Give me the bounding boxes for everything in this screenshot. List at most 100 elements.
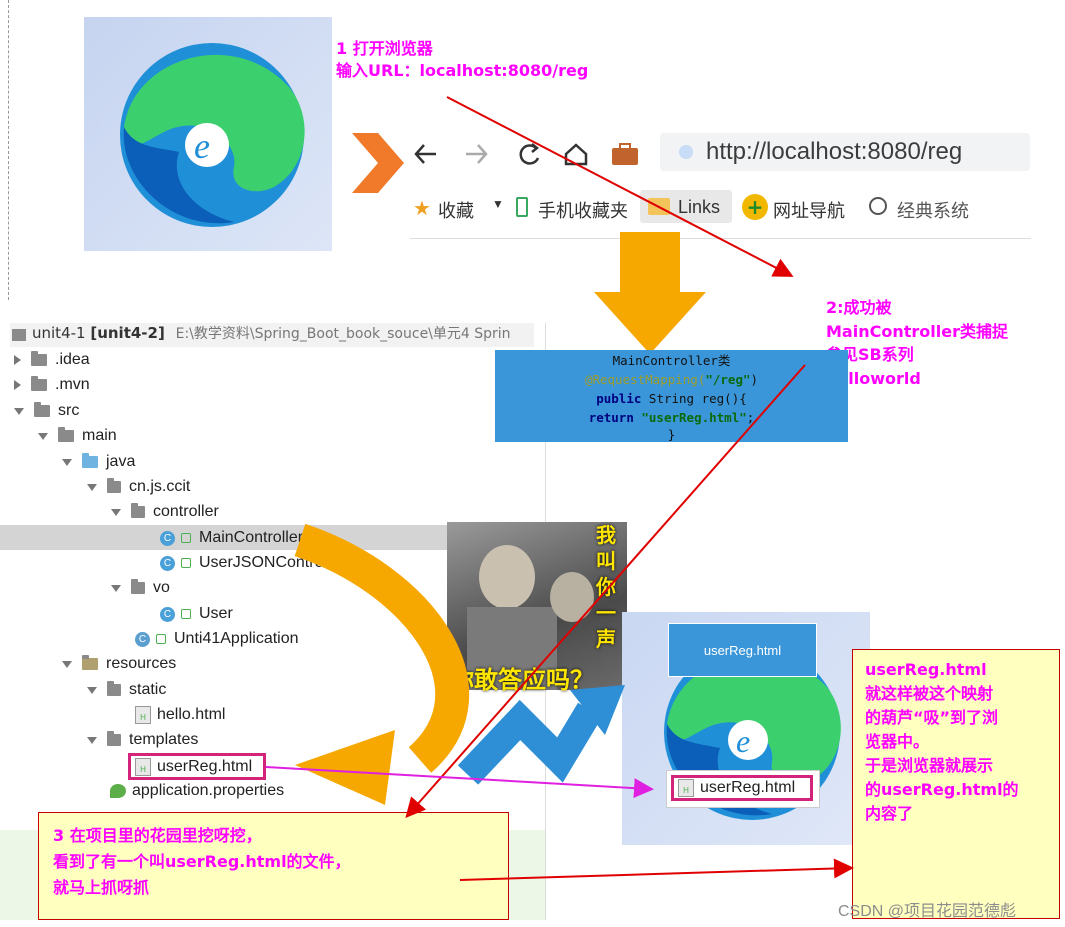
bookmark-mobile-favorites[interactable]: 手机收藏夹 <box>538 201 628 221</box>
step2-line3: 参见SB系列 <box>826 345 914 364</box>
class-icon: C <box>160 530 175 546</box>
address-bar-url[interactable]: http://localhost:8080/reg <box>706 138 963 165</box>
package-icon <box>107 478 121 493</box>
chevron-down-icon[interactable]: ▼ <box>492 197 504 211</box>
tree-item-application[interactable]: C Unti41Application <box>135 627 299 651</box>
note-left-line: 看到了有一个叫userReg.html的文件， <box>53 852 351 871</box>
tree-item-resources[interactable]: resources <box>62 652 176 676</box>
folder-icon <box>31 351 47 366</box>
tree-item-label: static <box>129 681 167 698</box>
tree-item-static[interactable]: static <box>87 678 166 702</box>
lock-icon <box>181 533 191 543</box>
code-semicolon: ; <box>746 410 755 425</box>
bookmark-classic-system[interactable]: 经典系统 <box>897 201 969 221</box>
note-right-line: 内容了 <box>865 804 914 823</box>
tree-item-label: cn.js.ccit <box>129 478 191 495</box>
collapse-icon[interactable] <box>14 407 24 415</box>
bookmark-favorites[interactable]: 收藏 <box>438 201 474 221</box>
folder-icon <box>58 427 74 442</box>
class-icon: C <box>160 555 175 571</box>
folder-icon <box>34 402 50 417</box>
step1-line2: 输入URL：localhost:8080/reg <box>336 61 589 80</box>
step2-line2: MainController类捕捉 <box>826 321 1008 341</box>
tree-item-label: application.properties <box>132 782 285 799</box>
source-folder-icon <box>82 453 98 468</box>
tree-item-label: hello.html <box>157 706 226 723</box>
project-name: unit4-1 <box>32 324 86 342</box>
collapse-icon[interactable] <box>87 686 97 694</box>
package-icon <box>131 503 145 518</box>
edge-logo-graphic: e <box>120 43 305 227</box>
code-return-string: "userReg.html" <box>633 410 747 425</box>
edge-logo: e <box>84 17 332 251</box>
expand-icon[interactable] <box>14 355 21 365</box>
bookmark-site-nav[interactable]: 网址导航 <box>773 201 845 221</box>
tree-item-idea[interactable]: .idea <box>14 348 90 372</box>
svg-text:e: e <box>736 723 750 759</box>
meme-bottom-text: 你敢答应吗？ <box>450 666 594 694</box>
tree-item-label: templates <box>129 731 199 748</box>
tree-item-label: java <box>106 453 136 470</box>
note-right-line: 览器中。 <box>865 732 930 751</box>
meme-char: 一 <box>596 601 616 625</box>
folder-icon <box>107 681 121 696</box>
tree-item-java[interactable]: java <box>62 450 135 474</box>
tree-item-label: vo <box>153 579 170 596</box>
meme-vertical-text: 我 叫 你 一 声 <box>596 522 622 652</box>
collapse-icon[interactable] <box>111 508 121 516</box>
orange-chevron-icon <box>352 133 404 193</box>
dashed-guide-line <box>8 0 9 300</box>
result-label-box: userReg.html <box>668 623 817 677</box>
meme-char: 声 <box>596 627 616 651</box>
note-right-line: 就这样被这个映射 <box>865 684 994 703</box>
class-icon: C <box>160 606 175 622</box>
note-right-title: userReg.html <box>865 660 987 679</box>
collapse-icon[interactable] <box>111 584 121 592</box>
meme-char: 我 <box>596 523 616 547</box>
tree-item-mvn[interactable]: .mvn <box>14 373 90 397</box>
note-right-line: 的userReg.html的 <box>865 780 1019 799</box>
meme-char: 叫 <box>596 549 616 573</box>
project-folder-icon <box>12 329 26 341</box>
tree-item-controller[interactable]: controller <box>111 500 219 524</box>
browser-nav-icons <box>414 143 638 166</box>
briefcase-icon <box>612 143 638 165</box>
back-arrow-icon <box>414 144 436 164</box>
collapse-icon[interactable] <box>87 483 97 491</box>
note-right: userReg.html 就这样被这个映射 的葫芦“吸”到了浏 览器中。 于是浏… <box>852 649 1060 919</box>
tree-item-label: userReg.html <box>157 758 253 775</box>
tree-item-package[interactable]: cn.js.ccit <box>87 475 190 499</box>
html-file-icon: H <box>678 779 694 797</box>
properties-leaf-icon <box>110 784 126 798</box>
orange-down-arrow <box>594 232 706 354</box>
tree-item-main[interactable]: main <box>38 424 117 448</box>
tree-item-application-properties[interactable]: application.properties <box>110 779 284 803</box>
lock-icon <box>156 634 166 644</box>
project-header[interactable]: unit4-1 [unit4-2] E:\教学资料\Spring_Boot_bo… <box>10 323 534 347</box>
tree-item-vo[interactable]: vo <box>111 576 170 600</box>
tree-item-label: src <box>58 402 80 419</box>
code-annotation: @RequestMapping( <box>584 372 706 387</box>
folder-icon <box>31 376 47 391</box>
tree-item-src[interactable]: src <box>14 399 79 423</box>
svg-text:e: e <box>194 126 210 166</box>
home-icon <box>564 143 588 166</box>
spring-app-icon: C <box>135 631 150 647</box>
bookmark-star-icon: ★ <box>413 198 431 220</box>
collapse-icon[interactable] <box>62 458 72 466</box>
tree-item-templates[interactable]: templates <box>87 728 198 752</box>
collapse-icon[interactable] <box>87 736 97 744</box>
tree-item-label: User <box>199 605 233 622</box>
note-left-line: 就马上抓呀抓 <box>53 878 150 897</box>
tree-item-label: Unti41Application <box>174 630 299 647</box>
collapse-icon[interactable] <box>62 660 72 668</box>
collapse-icon[interactable] <box>38 432 48 440</box>
bookmark-links[interactable]: Links <box>678 197 721 217</box>
tree-item-user[interactable]: C User <box>160 602 233 626</box>
expand-icon[interactable] <box>14 380 21 390</box>
